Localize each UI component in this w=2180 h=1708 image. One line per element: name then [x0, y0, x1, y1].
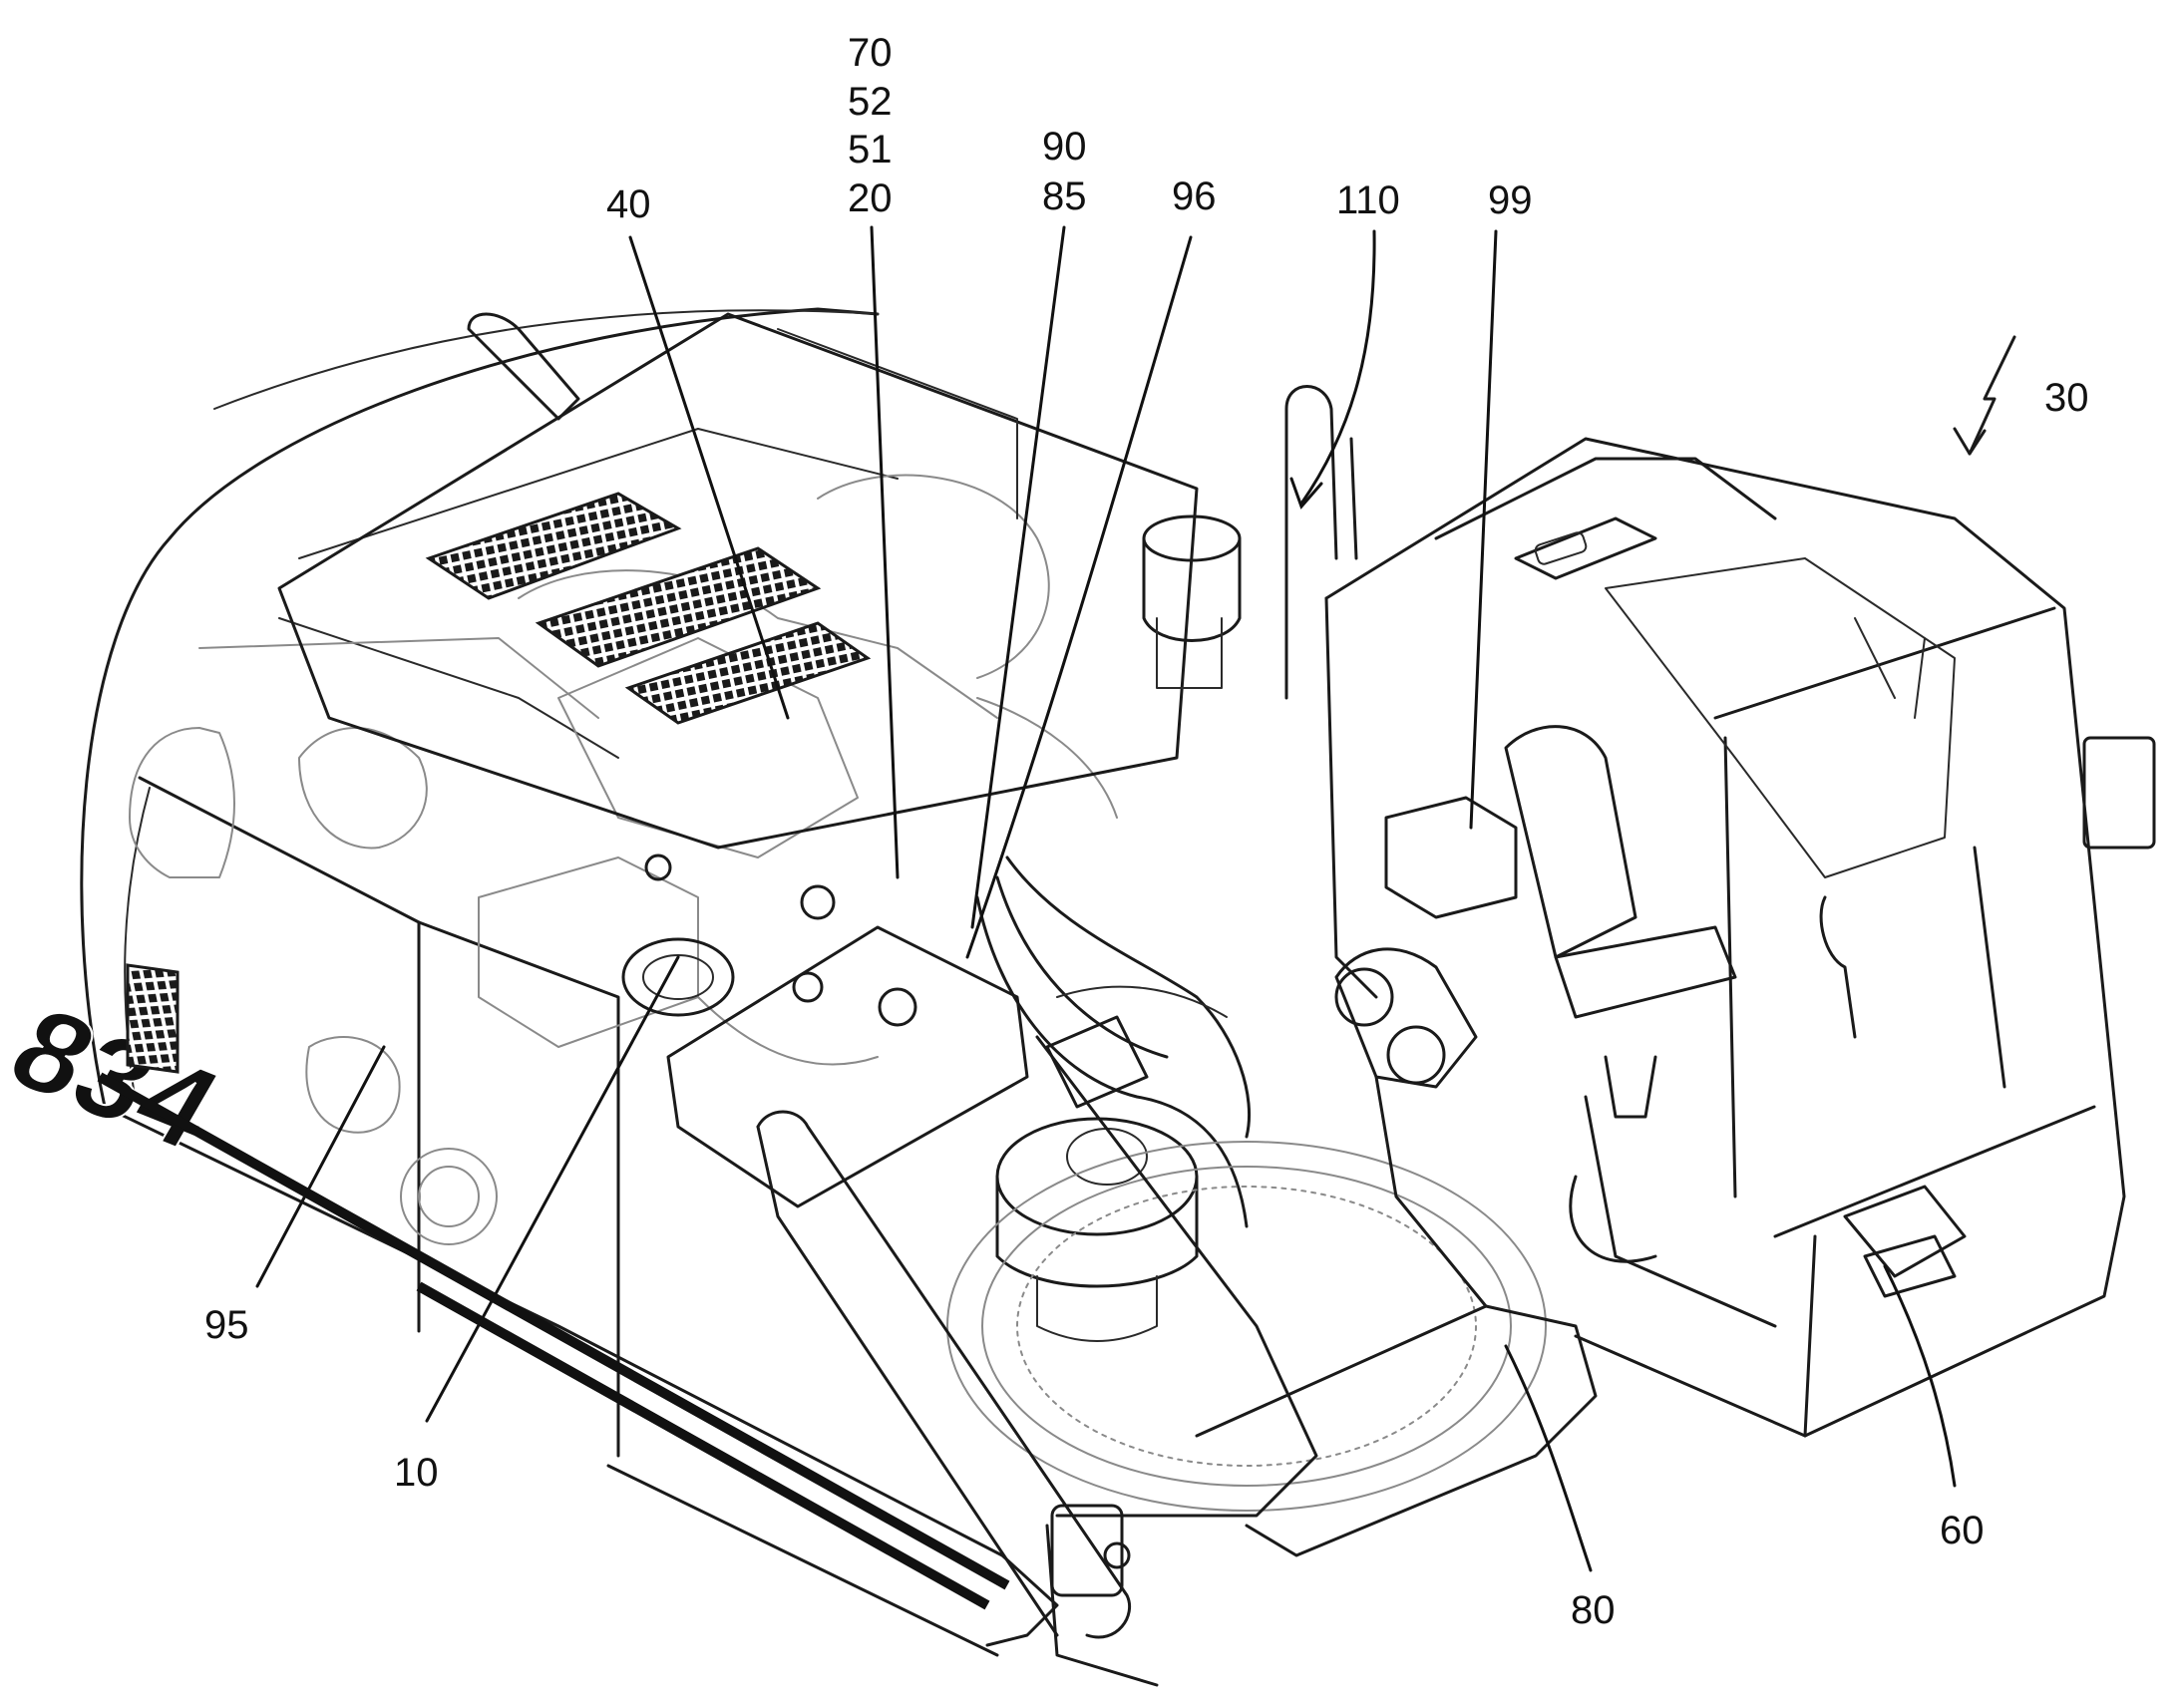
radiator-grille-1	[425, 492, 682, 600]
ref-60: 60	[1940, 1509, 1985, 1552]
leader-10	[425, 955, 680, 1423]
ref-96: 96	[1172, 174, 1217, 218]
leader-110-arrowhead	[1289, 477, 1323, 510]
model-number-decal: 834	[0, 981, 1010, 1610]
ref-52: 52	[848, 80, 893, 124]
engine-top-cover	[277, 312, 1199, 850]
ref-20: 20	[848, 176, 893, 220]
ref-80: 80	[1571, 1588, 1616, 1632]
air-filter-canister	[1142, 514, 1242, 689]
ref-95: 95	[204, 1303, 249, 1347]
leader-110	[1299, 229, 1376, 506]
boom-foot-brackets	[1334, 947, 1488, 1308]
lightning-arrow-symbol	[1953, 335, 2016, 456]
leader-lines	[255, 225, 1957, 1572]
swing-drive	[995, 1015, 1199, 1342]
ref-30: 30	[2044, 376, 2089, 420]
leader-80	[1504, 1344, 1593, 1572]
mirror	[2082, 736, 2156, 850]
hydraulic-hoses	[975, 855, 1252, 1228]
handrail	[1284, 385, 1358, 700]
ref-110: 110	[1336, 178, 1400, 222]
ref-40: 40	[606, 182, 651, 226]
slewing-ring	[946, 1141, 1547, 1512]
filler-cap	[621, 937, 735, 1017]
radiator-grille-2	[535, 546, 822, 668]
operator-cab	[1324, 437, 2156, 1438]
ref-99: 99	[1488, 178, 1533, 222]
radiator-grille-3	[624, 621, 872, 725]
engine-compartment	[129, 474, 1118, 1245]
leader-85	[970, 225, 1066, 929]
leader-40	[628, 235, 790, 720]
model-number-text: 834	[0, 982, 241, 1174]
ref-70: 70	[848, 31, 893, 75]
leader-60	[1883, 1264, 1957, 1488]
ref-90: 90	[1042, 125, 1087, 169]
step-frame	[1045, 1504, 1159, 1687]
reference-numerals: 70 52 51 20 90 85 96 110 99 40 30 95 10 …	[204, 31, 2089, 1632]
ref-10: 10	[394, 1451, 439, 1495]
leader-20	[870, 225, 900, 879]
leader-95	[255, 1045, 386, 1288]
hood-stripe-upper	[97, 1072, 1010, 1590]
ref-51: 51	[848, 128, 893, 171]
ref-85: 85	[1042, 174, 1087, 218]
hood-stripe-lower	[416, 1281, 990, 1610]
tank-platform	[621, 854, 1029, 1208]
side-vent-grille	[126, 963, 180, 1074]
leader-99	[1469, 229, 1498, 830]
leader-96	[965, 235, 1193, 959]
